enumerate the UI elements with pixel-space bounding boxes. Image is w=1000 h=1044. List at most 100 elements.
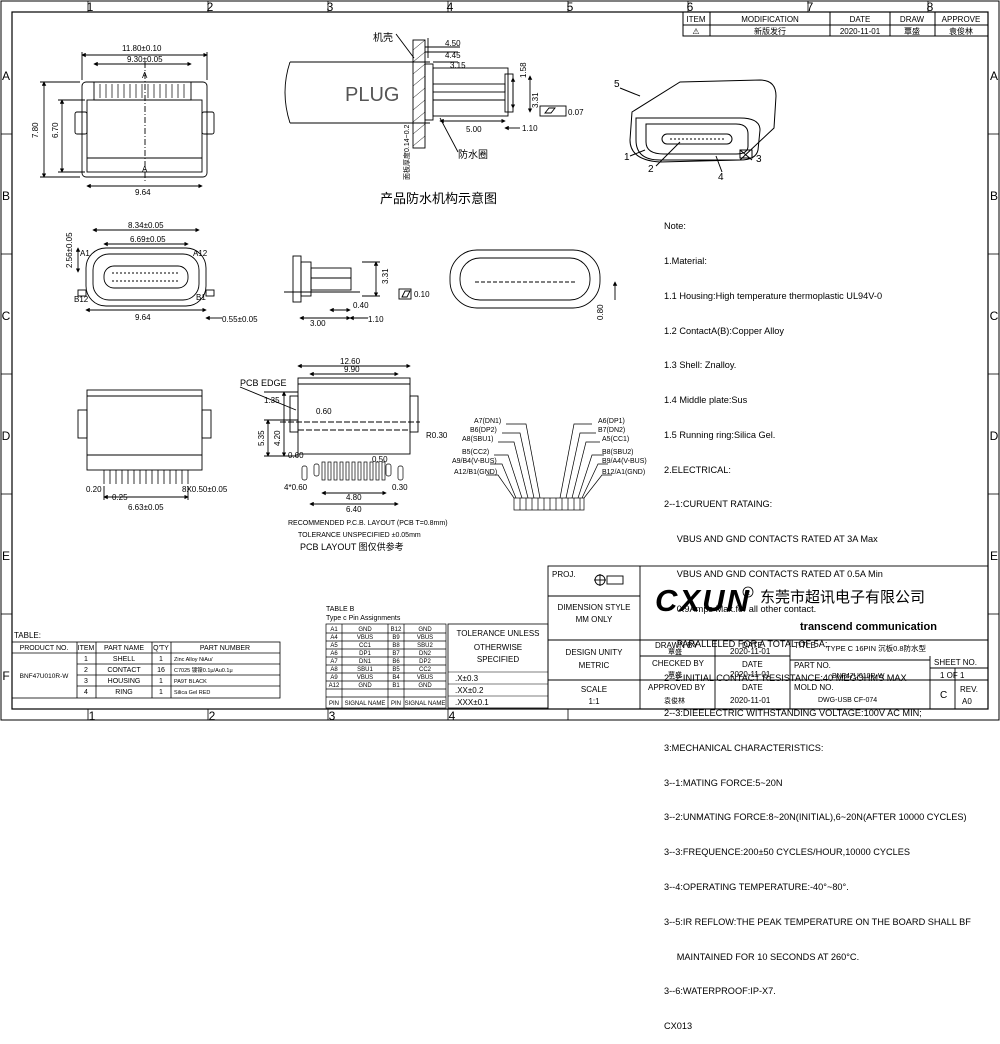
note-line: 2--1:CURUENT RATAING: bbox=[664, 499, 773, 510]
company-name-cn: 东莞市超讯电子有限公司 bbox=[760, 589, 925, 606]
note-line: 3--3:FREQUENCE:200±50 CYCLES/HOUR,10000 … bbox=[664, 847, 911, 858]
pinout-right-2: B7(DN2) bbox=[598, 427, 625, 434]
pin-a12: A12 bbox=[193, 249, 208, 258]
col-label-1-bottom: 1 bbox=[89, 709, 96, 721]
col-label-2: 2 bbox=[207, 0, 214, 14]
sheet-value: 1 OF 1 bbox=[940, 671, 965, 680]
row-label-b: B bbox=[2, 189, 10, 203]
bottom-dim-2: 0.25 bbox=[112, 493, 128, 502]
note-line: 1.3 Shell: Znalloy. bbox=[664, 360, 737, 371]
parts-table-title: TABLE: bbox=[14, 631, 41, 640]
approved-date-label: DATE bbox=[742, 683, 763, 692]
parts-header-item: ITEM bbox=[78, 645, 95, 652]
pcb-dim-13: 6.40 bbox=[346, 505, 362, 514]
row-label-a-right: A bbox=[990, 69, 998, 83]
pin-table-title: TABLE B bbox=[326, 606, 355, 613]
pcb-dim-12: 4.80 bbox=[346, 493, 362, 502]
parts-pn-4: Silica Gel RED bbox=[174, 690, 210, 696]
front-view bbox=[75, 227, 222, 321]
pin-row-5-as: DN1 bbox=[359, 659, 372, 665]
pinout-right-3: A5(CC1) bbox=[602, 436, 629, 443]
drawn-by: 覃盛 bbox=[668, 647, 682, 656]
rev-modification: 新版发行 bbox=[754, 26, 786, 36]
checked-by: 覃盛 bbox=[668, 670, 682, 679]
pin-row-5-bs: DP2 bbox=[419, 659, 431, 665]
pinout-left-4: B5(CC2) bbox=[462, 449, 489, 456]
parts-name-4: RING bbox=[115, 689, 133, 696]
plug-label: PLUG bbox=[345, 84, 399, 106]
approved-by-label: APPROVED BY bbox=[648, 683, 706, 692]
drawn-date-label: DATE bbox=[742, 641, 763, 650]
parts-header-qty: Q'TY bbox=[153, 645, 169, 652]
plug-dim-7: 1.10 bbox=[522, 124, 538, 133]
rev-item-icon: ⚠ bbox=[692, 27, 699, 36]
note-line: MAINTAINED FOR 10 SECONDS AT 260°C. bbox=[664, 951, 860, 962]
dim-style-2: MM ONLY bbox=[576, 615, 613, 624]
bottom-view bbox=[77, 389, 212, 500]
row-label-d: D bbox=[2, 429, 11, 443]
top-dim-inner-height: 6.70 bbox=[51, 122, 60, 138]
pcb-dim-8: 0.50 bbox=[372, 455, 388, 464]
drawn-date: 2020-11-01 bbox=[730, 647, 771, 656]
row-label-c: C bbox=[2, 309, 11, 323]
mold-no-label: MOLD NO. bbox=[794, 683, 834, 692]
iso-label-1: 1 bbox=[624, 152, 630, 163]
pcb-dim-10: 4*0.60 bbox=[284, 483, 308, 492]
pinout-right-6: B12/A1(GND) bbox=[602, 469, 645, 476]
top-view bbox=[40, 52, 215, 189]
pcb-dim-1: 1.35 bbox=[264, 396, 280, 405]
pin-row-1-bs: GND bbox=[418, 627, 432, 633]
top-dim-bottom: 9.64 bbox=[135, 188, 151, 197]
pin-row-7-b: B4 bbox=[392, 675, 400, 681]
col-label-8: 8 bbox=[927, 0, 934, 14]
pcb-dim-7: R0.30 bbox=[426, 431, 448, 440]
note-line: CX013 bbox=[664, 1021, 693, 1032]
row-label-b-right: B bbox=[990, 189, 998, 203]
plug-dim-3: 3.15 bbox=[450, 61, 466, 70]
col-label-4-bottom: 4 bbox=[449, 709, 456, 721]
note-line: 1.2 ContactA(B):Copper Alloy bbox=[664, 325, 785, 336]
rev-draw: 覃盛 bbox=[904, 26, 920, 36]
drawn-by-label: DRAWN BY bbox=[655, 641, 698, 650]
pin-row-6-as: SBU1 bbox=[357, 667, 373, 673]
parts-qty-3: 1 bbox=[159, 678, 163, 685]
note-line: 2--2:INITIAL CONTACT RESISTANCE:40 MEGOH… bbox=[664, 673, 907, 684]
pcb-dim-6: 9.90 bbox=[344, 365, 360, 374]
row-label-f: F bbox=[2, 669, 9, 683]
company-logo: CXUN bbox=[655, 583, 751, 618]
note-line: 2.ELECTRICAL: bbox=[664, 464, 731, 475]
bottom-view-dims: 0.20 0.25 8X0.50±0.05 6.63±0.05 bbox=[86, 485, 228, 512]
revision-table: ITEM MODIFICATION DATE DRAW APPROVE ⚠ 新版… bbox=[682, 11, 989, 37]
pinout-labels: A7(DN1) B6(DP2) A8(SBU1) B5(CC2) A9/B4(V… bbox=[452, 418, 647, 476]
top-dim-height: 7.80 bbox=[31, 122, 40, 138]
side-dim-3: 3.00 bbox=[310, 319, 326, 328]
row-label-d-right: D bbox=[990, 429, 999, 443]
parts-qty-2: 16 bbox=[157, 667, 165, 674]
pin-row-3-bs: SBU2 bbox=[417, 643, 433, 649]
note-line: 3--6:WATERPROOF:IP-X7. bbox=[664, 986, 776, 997]
rev-header-modification: MODIFICATION bbox=[741, 15, 799, 24]
note-line: Note: bbox=[664, 221, 686, 232]
bottom-dim-1: 0.20 bbox=[86, 485, 102, 494]
front-view-dims: 8.34±0.05 6.69±0.05 2.56±0.05 9.64 0.55±… bbox=[65, 221, 258, 324]
rev-header-item: ITEM bbox=[686, 15, 705, 24]
pcb-tolerance: TOLERANCE UNSPECIFIED ±0.05mm bbox=[298, 532, 421, 539]
plug-dim-5: 3.31 bbox=[531, 92, 540, 108]
frame-labels: 1 2 3 4 5 6 7 8 1 2 3 4 A B C D E F A B … bbox=[2, 0, 999, 721]
plug-dim-1: 4.50 bbox=[445, 39, 461, 48]
approved-date: 2020-11-01 bbox=[730, 696, 771, 705]
tol-line-1: TOLERANCE UNLESS bbox=[457, 629, 540, 638]
pin-row-2-as: VBUS bbox=[357, 635, 373, 641]
checked-by-label: CHECKED BY bbox=[652, 659, 705, 668]
pin-row-7-as: VBUS bbox=[357, 675, 373, 681]
bottom-dim-4: 6.63±0.05 bbox=[128, 503, 164, 512]
pin-row-6-bs: CC2 bbox=[419, 667, 432, 673]
part-no: BNF47U010R-W bbox=[832, 673, 885, 680]
parts-header-product: PRODUCT NO. bbox=[20, 645, 69, 652]
iso-label-5: 5 bbox=[614, 79, 620, 90]
pin-row-2-bs: VBUS bbox=[417, 635, 433, 641]
end-dim-1: 0.80 bbox=[596, 304, 605, 320]
plug-labels: PLUG 机壳 防水圈 4.50 4.45 3.15 1.58 3.31 5.0… bbox=[345, 31, 584, 206]
pin-row-1-a: A1 bbox=[330, 627, 338, 633]
pin-row-3-b: B8 bbox=[392, 643, 400, 649]
